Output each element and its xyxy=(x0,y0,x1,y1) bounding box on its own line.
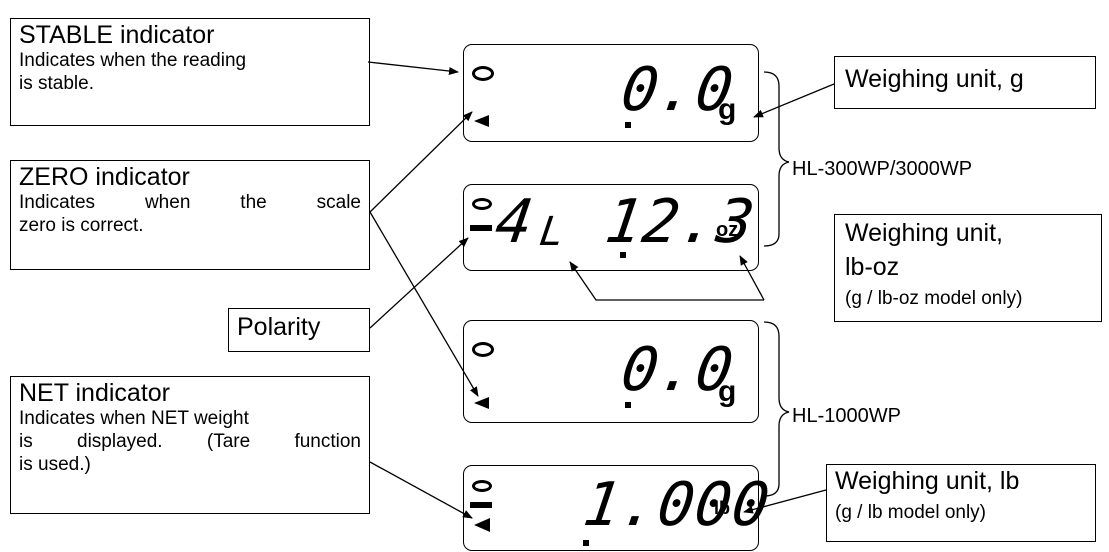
unit-lboz-title-1: Weighing unit, xyxy=(845,219,1003,247)
leader-stable xyxy=(367,61,459,75)
leader-unit-lb xyxy=(743,489,827,514)
leader-unit-lboz xyxy=(569,261,764,301)
lcd-display-2: 4 L 12.3 oz xyxy=(463,184,759,271)
net-indicator-desc-2: is displayed. (Tare function xyxy=(19,431,361,452)
zero-indicator-title: ZERO indicator xyxy=(19,163,190,191)
leader-polarity xyxy=(369,237,469,329)
zero-indicator-callout: ZERO indicator Indicates when the scale … xyxy=(10,160,370,270)
minus-sign xyxy=(470,502,492,508)
decimal-point xyxy=(583,540,589,546)
polarity-callout: Polarity xyxy=(228,308,370,352)
unit-lb-note: (g / lb model only) xyxy=(835,502,987,523)
lcd-unit: oz xyxy=(716,219,739,241)
net-indicator-callout: NET indicator Indicates when NET weight … xyxy=(10,376,370,514)
unit-lboz-title-2: lb-oz xyxy=(845,253,900,281)
lcd-unit: lb xyxy=(714,498,730,518)
net-indicator-desc-1: Indicates when NET weight xyxy=(19,408,249,429)
brace-group1 xyxy=(763,71,790,247)
net-mark xyxy=(474,518,490,532)
unit-g-title: Weighing unit, g xyxy=(845,65,1024,93)
leader-net xyxy=(369,461,473,519)
model-label-group2: HL-1000WP xyxy=(792,405,901,427)
lcd-display-4: 1.000 lb xyxy=(463,465,775,551)
unit-lb-callout: Weighing unit, lb (g / lb model only) xyxy=(826,464,1096,542)
leader-unit-lboz-2 xyxy=(739,255,765,301)
unit-g-callout: Weighing unit, g xyxy=(834,56,1096,109)
stable-indicator-callout: STABLE indicator Indicates when the read… xyxy=(10,18,370,126)
unit-lboz-note: (g / lb-oz model only) xyxy=(845,288,1023,309)
lcd-unit: g xyxy=(718,93,737,126)
net-indicator-title: NET indicator xyxy=(19,379,170,407)
leader-zero-1 xyxy=(369,111,473,213)
polarity-title: Polarity xyxy=(237,313,321,341)
decimal-point xyxy=(620,252,626,258)
zero-indicator-desc-1: Indicates when the scale xyxy=(19,192,361,213)
model-label-group1: HL-300WP/3000WP xyxy=(792,158,973,180)
stable-mark xyxy=(472,342,494,357)
zero-indicator-desc-2: zero is correct. xyxy=(19,215,144,236)
brace-group2 xyxy=(763,321,790,497)
stable-mark xyxy=(472,198,492,210)
zero-mark xyxy=(474,397,489,409)
leader-unit-g xyxy=(753,83,835,118)
stable-indicator-title: STABLE indicator xyxy=(19,21,215,49)
leader-zero-2 xyxy=(369,211,479,397)
decimal-point xyxy=(625,122,631,128)
stable-mark xyxy=(472,480,492,492)
minus-sign xyxy=(470,225,492,231)
decimal-point xyxy=(625,402,631,408)
lcd-display-1: 0.0 g xyxy=(463,44,759,142)
stable-mark xyxy=(472,66,494,81)
net-indicator-desc-3: is used.) xyxy=(19,454,91,475)
lcd-unit: g xyxy=(718,375,737,408)
unit-lboz-callout: Weighing unit, lb-oz (g / lb-oz model on… xyxy=(834,214,1102,322)
stable-indicator-desc-2: is stable. xyxy=(19,73,94,94)
lcd-display-3: 0.0 g xyxy=(463,320,759,423)
unit-lb-title: Weighing unit, lb xyxy=(835,467,1020,495)
zero-mark xyxy=(474,115,489,127)
stable-indicator-desc-1: Indicates when the reading xyxy=(19,50,247,71)
